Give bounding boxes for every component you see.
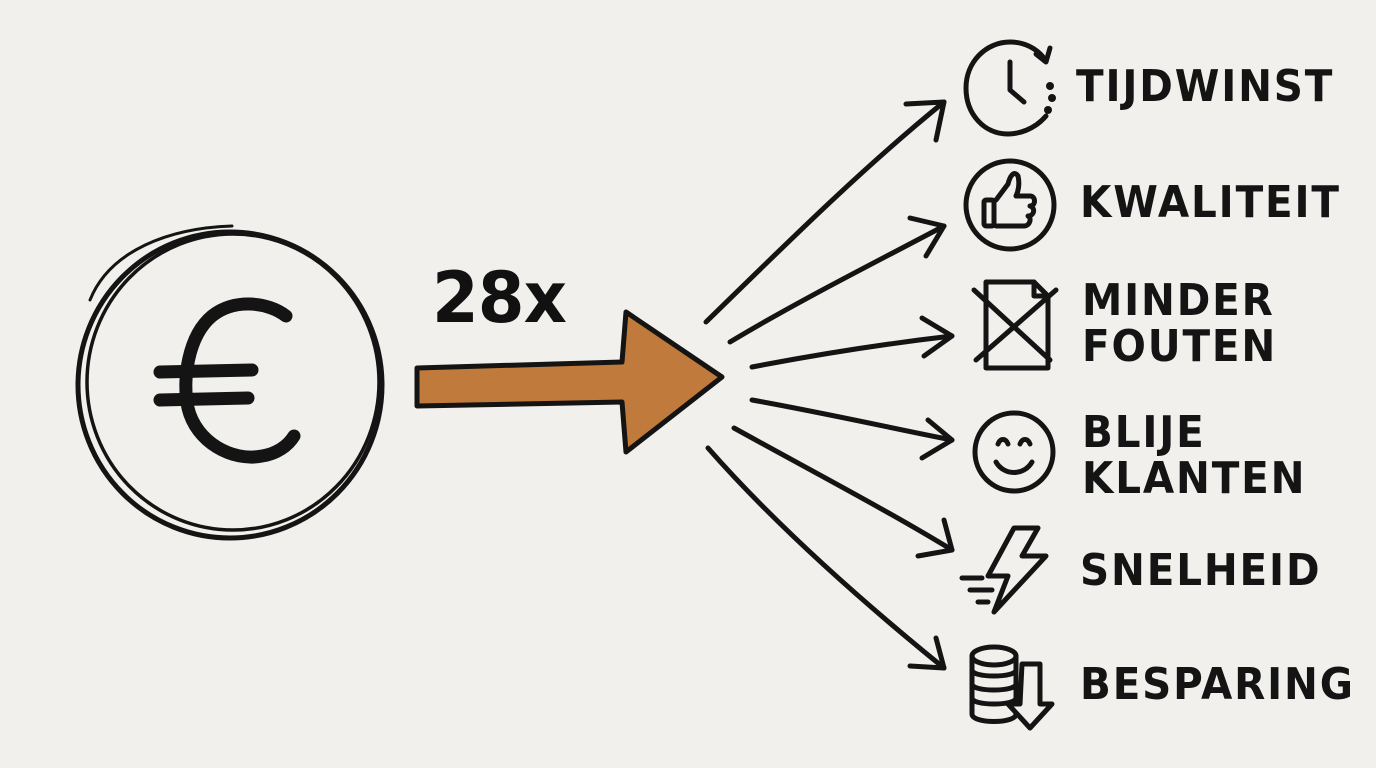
main-arrow [414, 309, 725, 455]
benefit-label-tijdwinst: TIJDWINST [1076, 61, 1335, 112]
thumbs-up-icon [963, 158, 1057, 252]
clock-icon [963, 39, 1056, 137]
branch-arrows [703, 99, 955, 671]
branch-arrow-tijdwinst [703, 99, 947, 325]
benefit-label-besparing: BESPARING [1080, 659, 1355, 710]
coin-stack-down-icon [969, 644, 1055, 731]
multiplier-label: 28x [432, 257, 567, 339]
branch-arrow-kwaliteit [727, 215, 947, 345]
euro-icon [153, 297, 301, 464]
benefit-label-blije-klanten-line2: KLANTEN [1082, 453, 1307, 504]
benefit-label-snelheid: SNELHEID [1080, 545, 1322, 596]
euro-coin [75, 224, 385, 541]
benefit-label-minder-fouten-line2: FOUTEN [1082, 321, 1278, 372]
branch-arrow-minder-fouten [749, 315, 955, 370]
branch-arrow-blije-klanten [749, 397, 955, 461]
lightning-icon [959, 525, 1049, 615]
benefit-label-minder-fouten-line1: MINDER [1082, 275, 1275, 326]
branch-arrow-snelheid [731, 425, 955, 559]
benefit-label-blije-klanten-line1: BLIJE [1082, 407, 1206, 458]
crossed-document-icon [971, 279, 1059, 371]
benefit-label-kwaliteit: KWALITEIT [1080, 177, 1341, 228]
smiley-icon [972, 410, 1056, 494]
branch-arrow-besparing [705, 445, 947, 671]
